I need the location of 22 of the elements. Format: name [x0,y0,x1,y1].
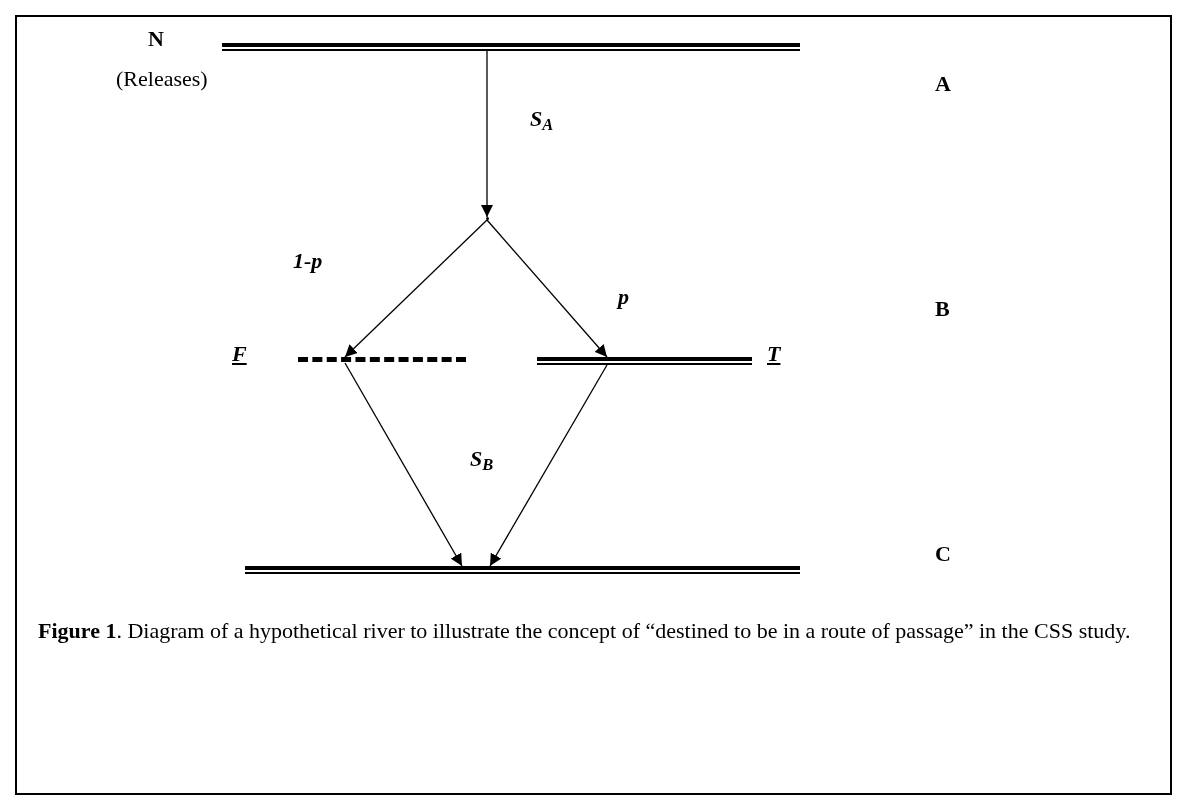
junction-point [486,217,489,220]
arrow [489,364,608,567]
dashed-river-line [298,357,466,363]
caption: Figure 1. Diagram of a hypothetical river to illustrate the concept of “destined to be in a route of passage” in the CSS study. [38,617,1132,645]
river-line [222,43,800,51]
reach-label: C [935,543,951,565]
line-label: T [767,343,781,365]
flow-label: S$_{B}$ [470,448,494,470]
line-label: F [232,343,247,365]
arrow [481,50,493,218]
arrow [486,219,608,358]
line-label: N [148,28,164,50]
arrow [344,219,488,358]
river-line [537,357,752,365]
edge-label: 1-p [293,250,323,272]
edge-label: S$_{A}$ [530,108,554,130]
reach-label: A [935,73,951,95]
reach-label: B [935,298,950,320]
arrow [344,362,463,567]
river-line [245,566,800,574]
edge-label: p [618,286,629,308]
line-label: (Releases) [116,68,208,90]
